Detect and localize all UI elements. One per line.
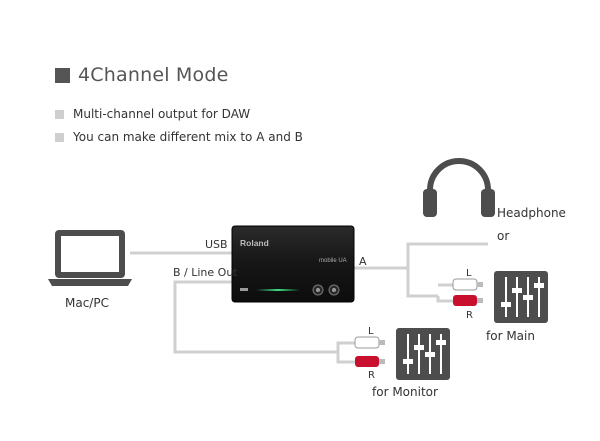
bullet-square — [55, 132, 64, 142]
monitor-r-label: R — [368, 370, 375, 381]
headphone-icon — [423, 158, 495, 217]
bullet-square — [55, 109, 64, 119]
mixer-main-icon — [494, 271, 548, 323]
main-l-plug — [452, 278, 478, 291]
device-brand: Roland — [240, 238, 269, 248]
bullet-item-1: Multi-channel output for DAW — [55, 107, 250, 121]
monitor-l-cable — [336, 341, 355, 352]
a-label: A — [359, 255, 367, 268]
b-line-out-label: B / Line Out — [173, 266, 238, 279]
cables — [130, 242, 488, 364]
b-line-out-cable — [173, 280, 338, 354]
mixer-monitor-icon — [396, 328, 450, 380]
monitor-r-plug — [355, 356, 379, 367]
bullet-text: Multi-channel output for DAW — [73, 107, 251, 121]
page-title: 4Channel Mode — [78, 64, 229, 86]
monitor-rca-plugs — [354, 336, 385, 367]
title-block: 4Channel Mode — [55, 64, 229, 86]
or-label: or — [497, 229, 510, 243]
main-r-label: R — [466, 310, 473, 321]
monitor-r-cable — [336, 352, 355, 364]
main-r-cable — [436, 296, 453, 303]
main-rca-plugs — [452, 278, 483, 306]
a-output-cable — [354, 242, 488, 270]
for-main-label: for Main — [486, 329, 535, 343]
device-model: mobile UA — [319, 258, 347, 264]
main-l-label: L — [466, 268, 472, 279]
monitor-l-label: L — [368, 326, 374, 337]
title-square — [55, 67, 70, 83]
a-to-main-cable — [406, 268, 438, 298]
main-r-plug — [453, 295, 477, 306]
laptop-icon — [48, 230, 132, 286]
mac-pc-label: Mac/PC — [65, 296, 109, 310]
usb-label: USB — [205, 238, 228, 251]
monitor-l-plug — [354, 336, 380, 349]
bullet-text: You can make different mix to A and B — [73, 130, 303, 144]
for-monitor-label: for Monitor — [372, 385, 438, 399]
bullet-item-2: You can make different mix to A and B — [55, 130, 303, 144]
headphone-label: Headphone — [497, 206, 566, 220]
mobile-ua-device: Roland mobile UA — [231, 225, 355, 303]
